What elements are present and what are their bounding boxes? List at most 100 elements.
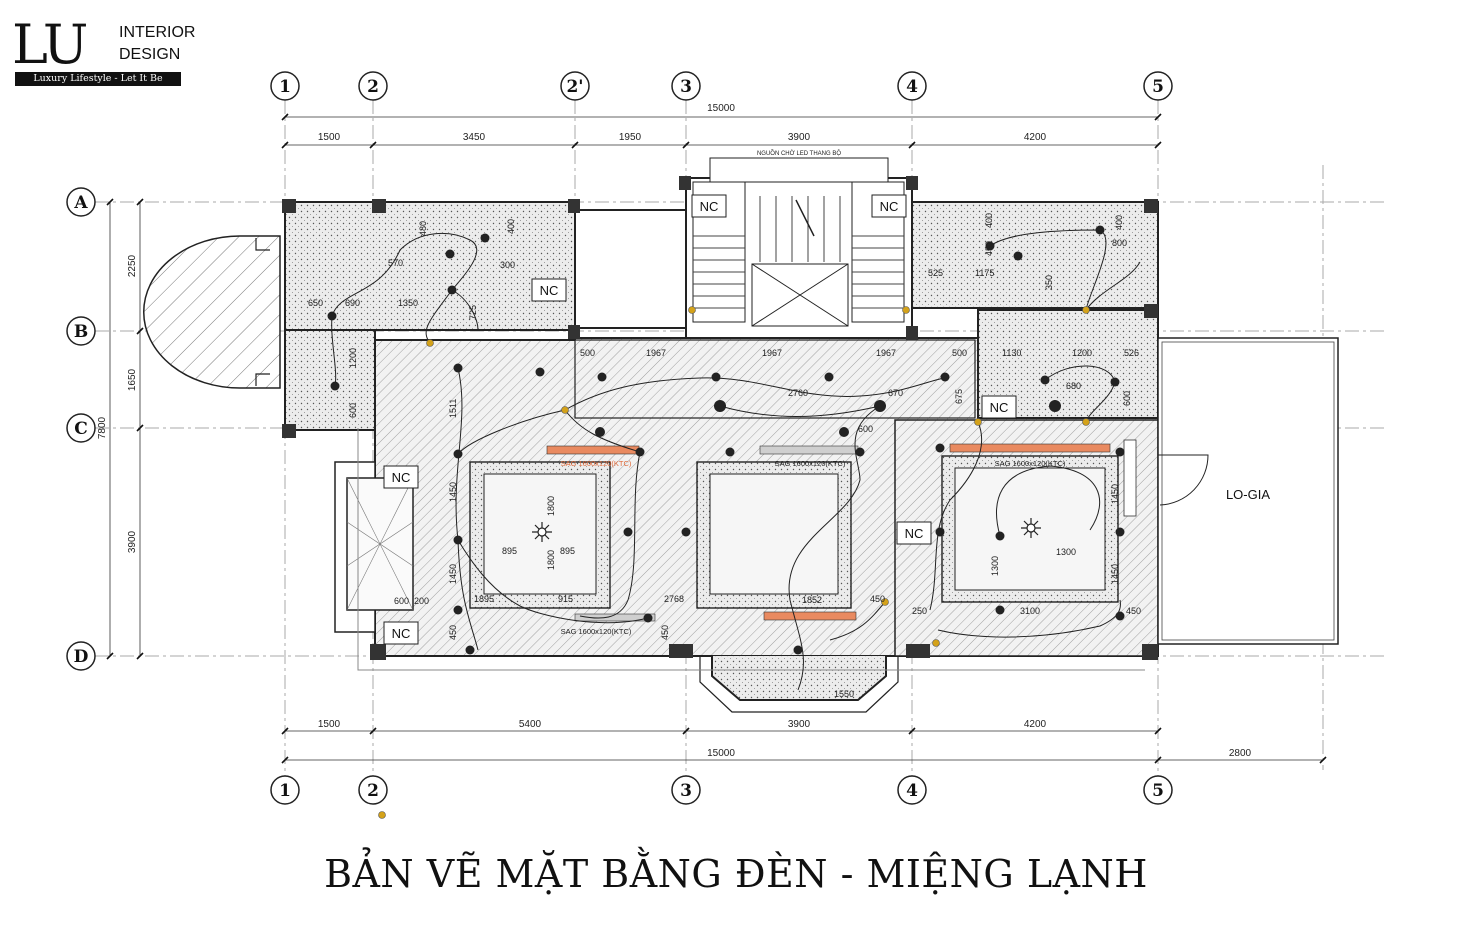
top-dimensions [281, 113, 1162, 149]
grid-bubble-D: D [66, 641, 96, 671]
svg-text:NC: NC [990, 400, 1009, 415]
svg-text:4: 4 [906, 77, 918, 97]
grid-bubble-2-top: 2 [358, 71, 388, 101]
svg-text:480: 480 [418, 221, 428, 236]
dim-bottom-extra: 2800 [1229, 748, 1252, 759]
dim-bottom-1: 1500 [318, 719, 341, 730]
svg-text:NC: NC [700, 199, 719, 214]
fan-icon [532, 522, 552, 542]
logo: LU INTERIOR DESIGN Luxury Lifestyle - Le… [12, 18, 195, 99]
light-marker [378, 811, 386, 819]
svg-text:400: 400 [506, 219, 516, 234]
svg-text:2760: 2760 [788, 388, 808, 398]
svg-text:1967: 1967 [646, 348, 666, 358]
ceiling-note-3: SAG 1600x120(KTC) [995, 459, 1066, 468]
svg-text:NC: NC [880, 199, 899, 214]
staircase [692, 157, 905, 327]
grid-bubble-4-top: 4 [897, 71, 927, 101]
dim-top-2: 3450 [463, 132, 486, 143]
svg-text:1130: 1130 [1002, 348, 1021, 358]
dim-top-1: 1500 [318, 132, 341, 143]
svg-text:NC: NC [392, 626, 411, 641]
svg-text:1895: 1895 [474, 594, 494, 604]
svg-text:1511: 1511 [448, 399, 458, 418]
grid-bubble-2-bottom: 2 [358, 775, 388, 805]
svg-text:300: 300 [500, 260, 515, 270]
dim-bottom-3: 3900 [788, 719, 811, 730]
svg-text:600: 600 [858, 424, 873, 434]
logo-line2: DESIGN [119, 46, 181, 63]
ceiling-fan-icons [532, 518, 1041, 542]
svg-text:915: 915 [558, 594, 573, 604]
svg-text:600: 600 [348, 403, 358, 418]
floor-plan: 1 2 2' 3 4 5 1 2 3 4 5 A B C D 15000 150… [66, 71, 1385, 819]
svg-text:1450: 1450 [448, 564, 458, 584]
svg-text:650: 650 [308, 298, 323, 308]
svg-text:600: 600 [394, 596, 409, 606]
switch-markers [426, 306, 1090, 647]
ceiling-note-4: SAG 1600x120(KTC) [561, 627, 632, 636]
svg-text:D: D [74, 647, 89, 667]
svg-text:5: 5 [1152, 781, 1164, 801]
svg-text:250: 250 [912, 606, 927, 616]
stair-note: NGUỒN CHỜ LED THANG BỘ [757, 150, 841, 157]
svg-text:895: 895 [560, 546, 575, 556]
svg-text:570: 570 [388, 258, 403, 268]
svg-text:800: 800 [1112, 238, 1127, 248]
svg-text:5: 5 [1152, 77, 1164, 97]
dim-left-total: 7800 [97, 416, 108, 439]
dim-bottom-4: 4200 [1024, 719, 1047, 730]
svg-text:4: 4 [906, 781, 918, 801]
svg-text:680: 680 [1066, 381, 1081, 391]
svg-text:1450: 1450 [448, 482, 458, 502]
svg-text:NC: NC [392, 470, 411, 485]
svg-text:1300: 1300 [1056, 547, 1076, 557]
svg-text:1300: 1300 [990, 556, 1000, 576]
dim-left-1: 2250 [127, 254, 138, 277]
grid-bubble-1-bottom: 1 [270, 775, 300, 805]
grid-bubble-5-top: 5 [1143, 71, 1173, 101]
svg-text:500: 500 [952, 348, 967, 358]
grid-bubbles-left: A B C D [66, 187, 96, 671]
structural-columns [282, 176, 1158, 660]
ceiling-panels [469, 455, 1119, 609]
light-fixtures [327, 225, 1125, 655]
svg-text:725: 725 [468, 305, 478, 320]
interior-dimensions: 570 300 650 690 1350 480 400 725 1200 60… [308, 213, 1141, 699]
grid-bubble-5-bottom: 5 [1143, 775, 1173, 805]
left-dimensions [106, 198, 144, 660]
svg-text:1200: 1200 [1072, 348, 1092, 358]
svg-text:450: 450 [870, 594, 885, 604]
loggia-label: LO-GIA [1226, 487, 1270, 502]
svg-text:1200: 1200 [348, 348, 358, 368]
dim-bottom-2: 5400 [519, 719, 542, 730]
svg-text:690: 690 [345, 298, 360, 308]
svg-text:3100: 3100 [1020, 606, 1040, 616]
dim-bottom-total: 15000 [707, 748, 735, 759]
building-shell [284, 177, 1339, 713]
grid-bubble-A: A [66, 187, 96, 217]
dim-top-total: 15000 [707, 103, 735, 114]
svg-text:1967: 1967 [762, 348, 782, 358]
dim-top-5: 4200 [1024, 132, 1047, 143]
svg-text:895: 895 [502, 546, 517, 556]
svg-text:A: A [73, 193, 88, 213]
svg-text:600: 600 [1122, 391, 1132, 406]
svg-text:525: 525 [928, 268, 943, 278]
svg-text:2: 2 [367, 781, 379, 801]
logo-tagline: Luxury Lifestyle - Let It Be Unique [15, 72, 181, 98]
ac-slots [546, 439, 1137, 622]
grid-bubbles-top: 1 2 2' 3 4 5 [270, 71, 1173, 101]
svg-text:1852: 1852 [802, 595, 822, 605]
svg-text:1350: 1350 [398, 298, 418, 308]
grid-bubble-1-top: 1 [270, 71, 300, 101]
dim-left-2: 1650 [127, 368, 138, 391]
grid-bubble-2p-top: 2' [560, 71, 590, 101]
nc-boxes: NC NC NC NC NC NC NC [383, 194, 1017, 645]
svg-text:450: 450 [660, 625, 670, 640]
svg-text:3: 3 [680, 781, 692, 801]
dim-left-3: 3900 [127, 530, 138, 553]
svg-text:450: 450 [1126, 606, 1141, 616]
bottom-dimensions [281, 727, 1327, 764]
svg-text:NC: NC [540, 283, 559, 298]
